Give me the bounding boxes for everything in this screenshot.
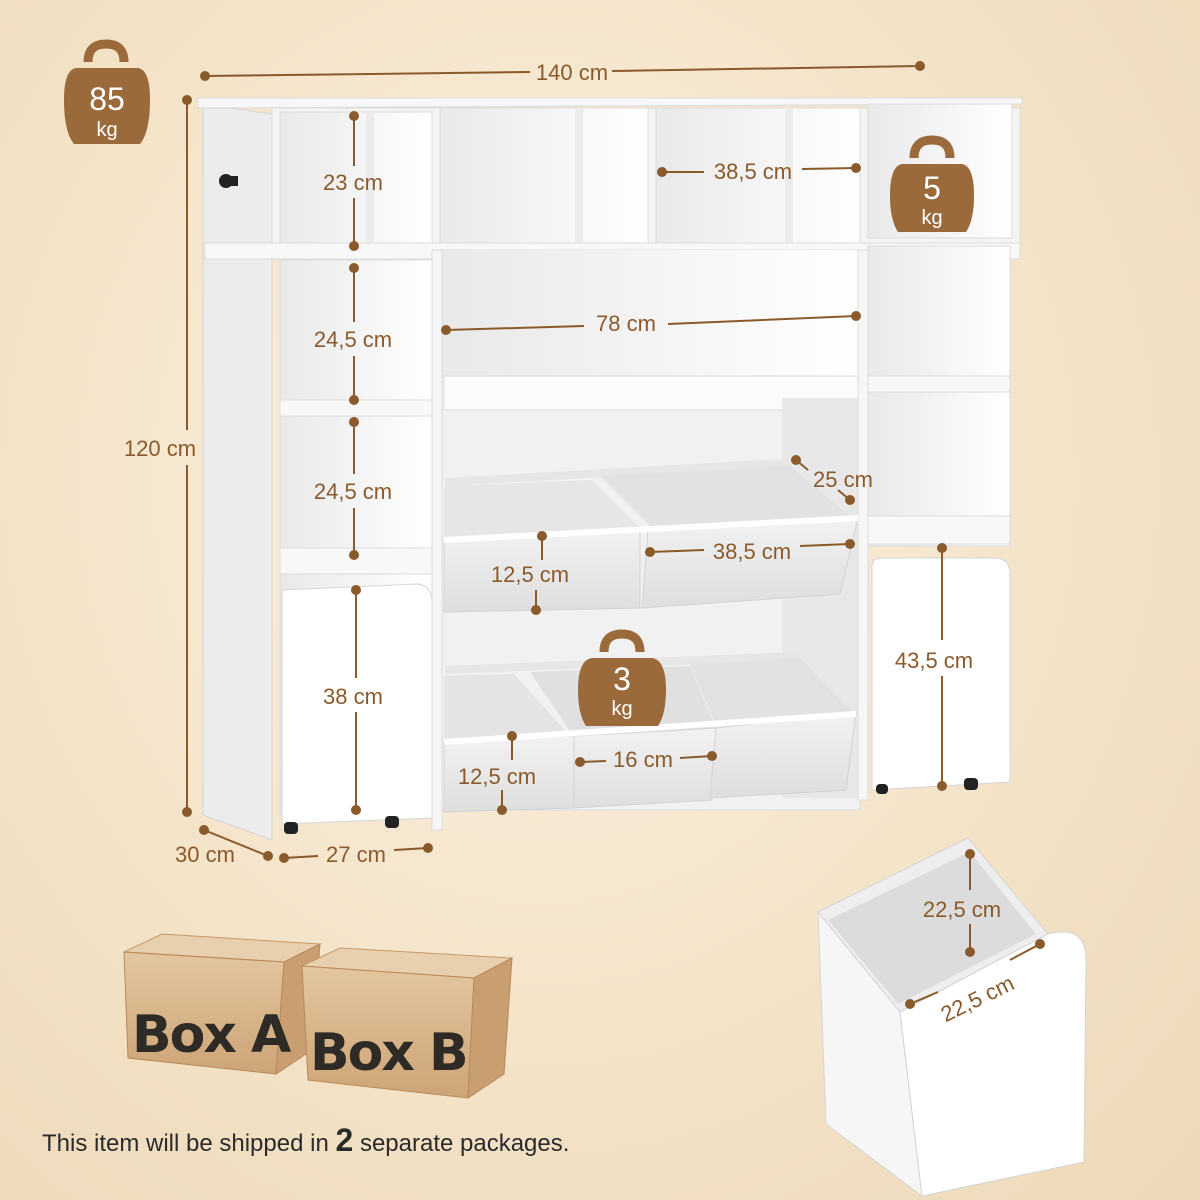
large-bin-width-label: 38,5 cm xyxy=(713,539,791,564)
total-height-label: 120 cm xyxy=(124,436,196,461)
drawer-detail: 22,5 cm 22,5 cm xyxy=(817,837,1087,1198)
right-cabinet-height-label: 43,5 cm xyxy=(895,648,973,673)
side-width-label: 27 cm xyxy=(326,842,386,867)
upper-bins xyxy=(443,458,859,613)
dimension-labels: 140 cm 120 cm 30 cm 27 cm 23 cm 24,5 cm … xyxy=(124,60,973,867)
total-width-label: 140 cm xyxy=(536,60,608,85)
large-bin-height-label: 12,5 cm xyxy=(491,562,569,587)
drawer-height-label: 22,5 cm xyxy=(923,897,1001,922)
large-bin-depth-label: 25 cm xyxy=(813,467,873,492)
weight-shelf-value: 5 xyxy=(923,170,941,206)
weight-badge-shelf: 5 kg xyxy=(890,135,974,232)
shipping-suffix: separate packages. xyxy=(359,1130,570,1157)
shipping-note: This item will be shipped in 2 separate … xyxy=(42,1122,569,1159)
depth-label: 30 cm xyxy=(175,842,235,867)
weight-total-value: 85 xyxy=(89,81,125,117)
shipping-count: 2 xyxy=(335,1122,354,1158)
box-b-label: Box B xyxy=(310,1023,467,1083)
upper-compartment-label: 24,5 cm xyxy=(314,327,392,352)
top-right-cube-width-label: 38,5 cm xyxy=(714,159,792,184)
weight-shelf-unit: kg xyxy=(921,207,942,229)
package-box-b: Box B xyxy=(300,947,514,1099)
weight-badge-total: 85 kg xyxy=(64,39,150,144)
weight-badge-bin: 3 kg xyxy=(578,629,666,726)
small-bin-width-label: 16 cm xyxy=(613,747,673,772)
weight-total-unit: kg xyxy=(96,119,117,141)
dimension-lines xyxy=(182,61,947,863)
package-box-a: Box A xyxy=(123,933,322,1075)
shipping-prefix: This item will be shipped in xyxy=(42,1130,329,1157)
left-cabinet-height-label: 38 cm xyxy=(323,684,383,709)
lower-compartment-label: 24,5 cm xyxy=(314,479,392,504)
small-bin-height-label: 12,5 cm xyxy=(458,764,536,789)
middle-shelf-width-label: 78 cm xyxy=(596,311,656,336)
weight-bin-value: 3 xyxy=(613,661,631,697)
weight-bin-unit: kg xyxy=(611,698,632,720)
box-a-label: Box A xyxy=(132,1005,291,1065)
top-cube-height-label: 23 cm xyxy=(323,170,383,195)
